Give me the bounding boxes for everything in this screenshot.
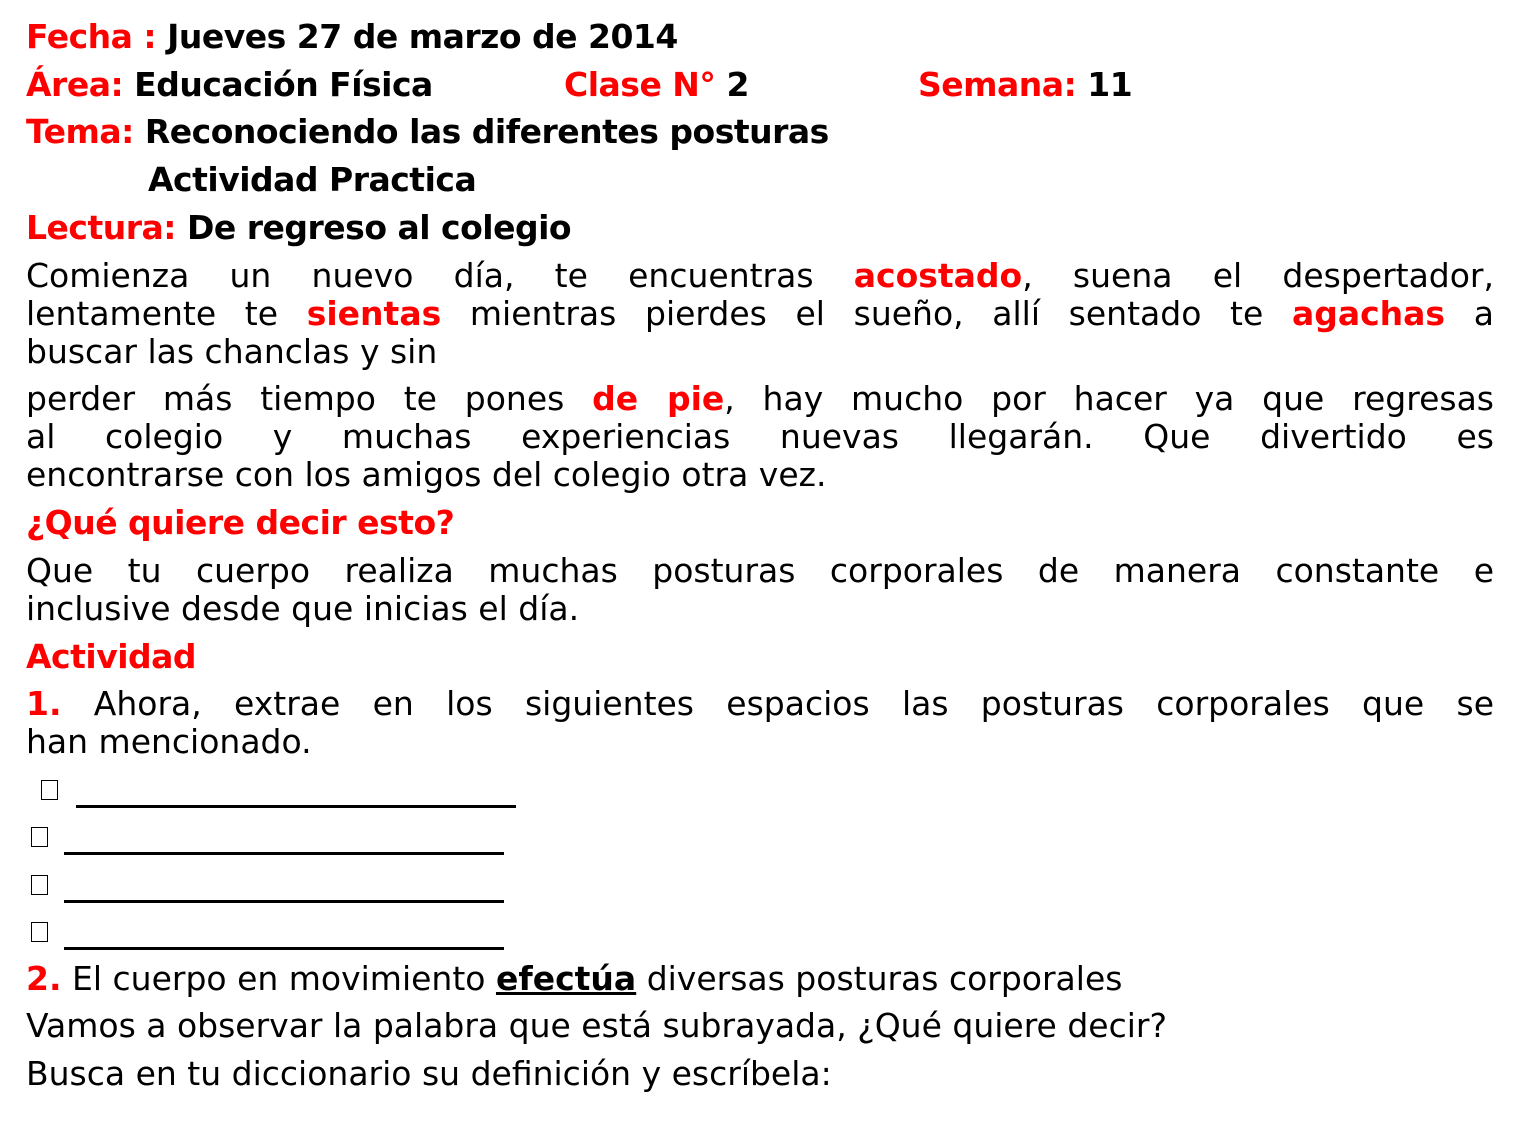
text: mientras pierdes el sueño, allí sentado … — [469, 294, 1264, 333]
text: Ahora, extrae en los siguientes espacios… — [93, 684, 1494, 723]
class-label: Clase N° — [564, 65, 716, 104]
topic-line: Tema: Reconociendo las diferentes postur… — [26, 110, 829, 154]
topic-value: Reconociendo las diferentes posturas — [144, 112, 829, 151]
checkbox[interactable] — [31, 922, 48, 942]
class-value: 2 — [726, 65, 749, 104]
week-label: Semana: — [918, 65, 1077, 104]
question-title: ¿Qué quiere decir esto? — [26, 503, 455, 542]
highlight-word: acostado — [853, 256, 1023, 295]
subtitle: Actividad Practica — [148, 160, 477, 199]
class-line: Clase N° 2 — [564, 63, 749, 107]
activity-q1: han mencionado. — [26, 722, 312, 761]
activity-q3: Vamos a observar la palabra que está sub… — [26, 1006, 1167, 1045]
week-value: 11 — [1087, 65, 1133, 104]
answer-line[interactable] — [64, 900, 504, 903]
text: perder más tiempo te pones — [26, 379, 565, 418]
topic-label: Tema: — [26, 112, 134, 151]
underlined-word: efectúa — [495, 959, 637, 998]
checkbox[interactable] — [31, 827, 48, 847]
area-label: Área: — [26, 65, 124, 104]
question-text: Que tu cuerpo realiza muchas posturas co… — [26, 551, 1494, 590]
reading-label: Lectura: — [26, 208, 176, 247]
area-line: Área: Educación Física — [26, 63, 433, 107]
date-value: Jueves 27 de marzo de 2014 — [167, 17, 678, 56]
reading-text: buscar las chanclas y sin — [26, 332, 438, 371]
reading-text: al colegio y muchas experiencias nuevas … — [26, 417, 1494, 456]
answer-line[interactable] — [76, 805, 516, 808]
date-label: Fecha : — [26, 17, 157, 56]
reading-title: De regreso al colegio — [186, 208, 572, 247]
text: a — [1473, 294, 1494, 333]
activity-q2: 2. El cuerpo en movimiento efectúa diver… — [26, 957, 1122, 1001]
highlight-word: de pie — [592, 379, 725, 418]
text: El cuerpo en movimiento — [72, 959, 486, 998]
area-value: Educación Física — [134, 65, 433, 104]
answer-line[interactable] — [64, 947, 504, 950]
highlight-word: sientas — [306, 294, 442, 333]
checkbox[interactable] — [41, 780, 58, 800]
reading-text: encontrarse con los amigos del colegio o… — [26, 455, 827, 494]
activity-title: Actividad — [26, 637, 197, 676]
reading-text: Comienza un nuevo día, te encuentras aco… — [26, 254, 1494, 298]
text: Comienza un nuevo día, te encuentras — [26, 256, 814, 295]
question-text: inclusive desde que inicias el día. — [26, 589, 580, 628]
text: diversas posturas corporales — [646, 959, 1123, 998]
text: , suena el despertador, — [1022, 256, 1494, 295]
week-line: Semana: 11 — [918, 63, 1133, 107]
reading-text: perder más tiempo te pones de pie, hay m… — [26, 377, 1494, 421]
text: lentamente te — [26, 294, 279, 333]
question-number: 2. — [26, 959, 62, 998]
question-number: 1. — [26, 684, 62, 723]
text: , hay mucho por hacer ya que regresas — [724, 379, 1494, 418]
activity-q4: Busca en tu diccionario su definición y … — [26, 1054, 832, 1093]
checkbox[interactable] — [31, 875, 48, 895]
answer-line[interactable] — [64, 852, 504, 855]
reading-text: lentamente te sientas mientras pierdes e… — [26, 292, 1494, 336]
reading-line: Lectura: De regreso al colegio — [26, 206, 572, 250]
highlight-word: agachas — [1291, 294, 1446, 333]
date-line: Fecha : Jueves 27 de marzo de 2014 — [26, 15, 678, 59]
activity-q1: 1. Ahora, extrae en los siguientes espac… — [26, 682, 1494, 726]
